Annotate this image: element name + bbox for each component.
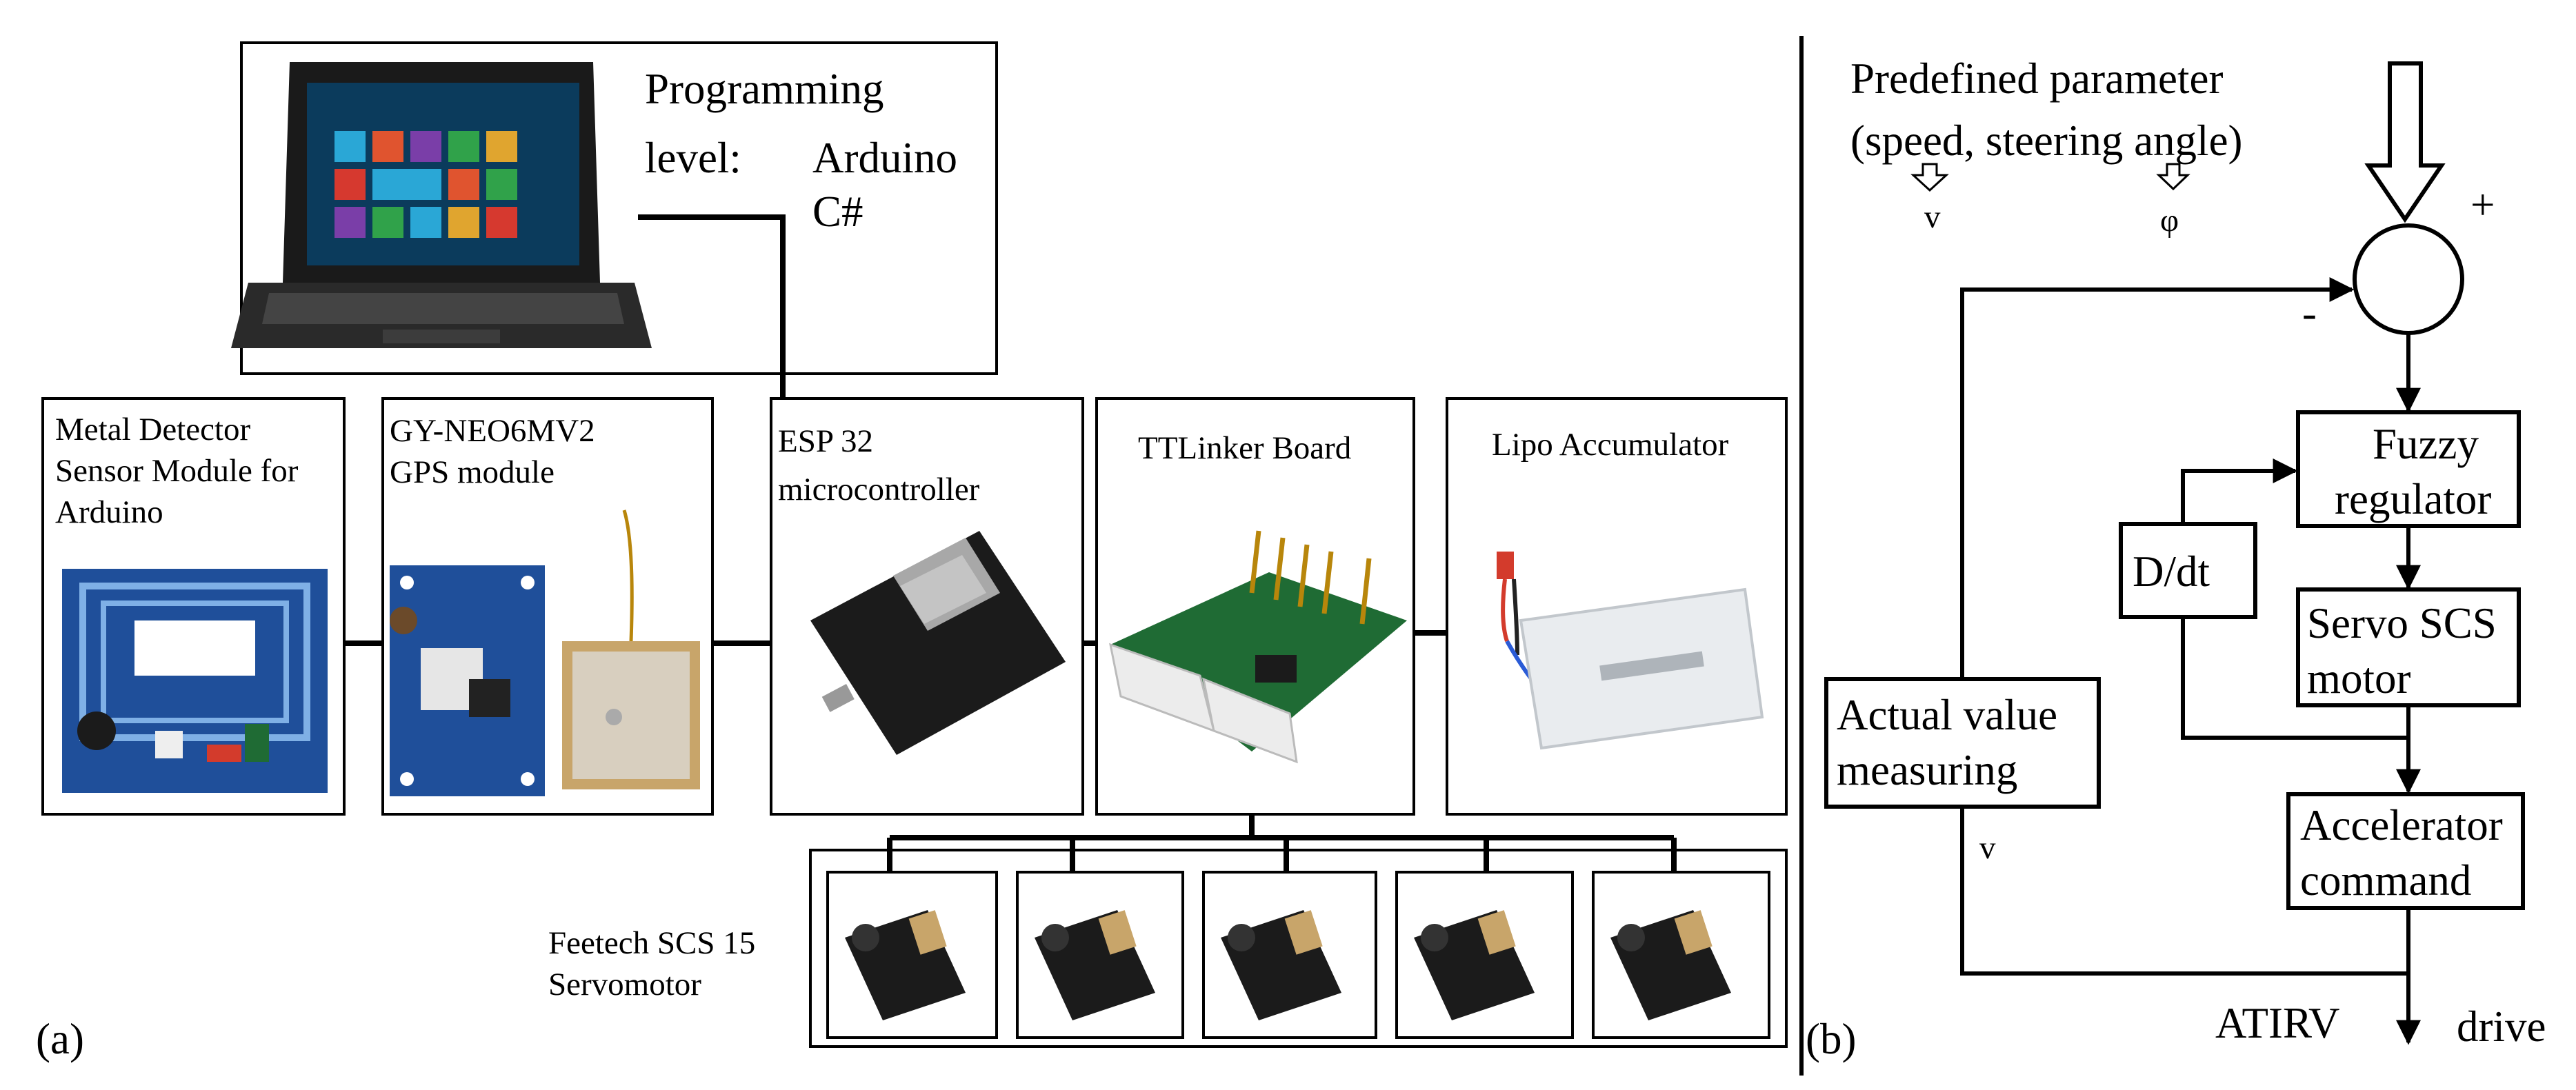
servo-motor-4: [1395, 871, 1574, 1039]
input-hollow-arrow-icon: [2364, 61, 2446, 223]
derivative-to-fuzzy-arrow: [2181, 458, 2298, 524]
accel-tap-to-derivative: [2181, 617, 2408, 740]
esp32-block: ESP 32 microcontroller: [770, 397, 1084, 816]
feedback-to-junction-arrow: [1960, 277, 2355, 679]
lipo-battery-icon: [1497, 552, 1764, 750]
gps-module-icon: [390, 509, 700, 796]
lipo-box: [1446, 397, 1788, 816]
fuzzy-regulator-label-2: regulator: [2335, 475, 2491, 523]
lipo-label: Lipo Accumulator: [1492, 427, 1729, 463]
esp32-label-2: microcontroller: [778, 472, 980, 507]
panel-a: Programming level: Arduino C# Metal Dete…: [36, 41, 1788, 1063]
laptop-esp32-link: [638, 214, 786, 398]
output-label-drive: drive: [2457, 1002, 2546, 1051]
programming-box: [240, 41, 998, 375]
accelerator-command-box: [2286, 792, 2525, 910]
output-label-atirv: ATIRV: [2215, 999, 2339, 1047]
gps-label-2: GPS module: [390, 454, 555, 490]
servo-motor-2: [1016, 871, 1184, 1039]
metal-detector-block: Metal Detector Sensor Module for Arduino: [41, 397, 346, 816]
metal-detector-label-3: Arduino: [55, 494, 163, 530]
servo-motor-label-1: Servo SCS: [2307, 599, 2497, 647]
speed-symbol-v: v: [1924, 199, 1941, 235]
laptop-icon: [231, 62, 652, 348]
ttlinker-block: TTLinker Board: [1095, 397, 1415, 816]
feedback-symbol-v: v: [1979, 830, 1996, 866]
hollow-arrow-v-icon: [1910, 163, 1949, 192]
metal-detector-box: [41, 397, 346, 816]
programming-language-csharp: C#: [812, 188, 863, 236]
derivative-label: D/dt: [2133, 547, 2210, 596]
lipo-block: Lipo Accumulator: [1446, 397, 1788, 816]
programming-label-2: level:: [645, 134, 741, 182]
servo-motor-1: [826, 871, 998, 1039]
servo-group-label-1: Feetech SCS 15: [548, 925, 755, 961]
servo-group-box: [809, 849, 1788, 1048]
programming-label-1: Programming: [645, 65, 883, 113]
ttlinker-board-icon: [1109, 530, 1407, 764]
servo-group-label-2: Servomotor: [548, 967, 701, 1002]
metal-detector-label-1: Metal Detector: [55, 412, 251, 447]
esp32-board-icon: [810, 531, 1066, 755]
accelerator-label-2: command: [2300, 856, 2471, 905]
predefined-label-1: Predefined parameter: [1850, 54, 2223, 103]
panel-b: Predefined parameter (speed, steering an…: [1806, 54, 2546, 1063]
accelerator-label-1: Accelerator: [2300, 801, 2503, 849]
esp32-label-1: ESP 32: [778, 423, 873, 459]
programming-language-arduino: Arduino: [812, 134, 957, 182]
derivative-box: [2119, 522, 2257, 619]
fuzzy-regulator-label-1: Fuzzy: [2373, 420, 2479, 468]
programming-block: Programming level: Arduino C#: [231, 41, 998, 375]
predefined-label-2: (speed, steering angle): [1850, 117, 2243, 165]
actual-value-label-2: measuring: [1837, 746, 2017, 794]
ttlinker-label: TTLinker Board: [1138, 430, 1351, 466]
servo-motor-3: [1202, 871, 1377, 1039]
minus-sign: -: [2302, 289, 2317, 337]
ttlinker-box: [1095, 397, 1415, 816]
summing-junction: [2353, 223, 2464, 335]
panel-b-label: (b): [1806, 1015, 1856, 1063]
panel-a-label: (a): [36, 1015, 84, 1063]
servo-motor-5: [1592, 871, 1770, 1039]
esp32-box: [770, 397, 1084, 816]
hollow-arrow-phi-icon: [2156, 163, 2190, 191]
angle-symbol-phi: φ: [2160, 203, 2179, 239]
metal-detector-label-2: Sensor Module for: [55, 453, 299, 489]
servo-bus: [887, 814, 1677, 872]
feedback-loop-line: [1960, 807, 2408, 976]
gps-label-1: GY-NEO6MV2: [390, 413, 595, 449]
actual-value-label-1: Actual value: [1837, 691, 2057, 739]
metal-detector-board-icon: [62, 569, 328, 793]
servo-group: Feetech SCS 15 Servomotor: [548, 849, 1788, 1048]
servo-motor-label-2: motor: [2307, 654, 2411, 703]
gps-block: GY-NEO6MV2 GPS module: [381, 397, 714, 816]
gps-box: [381, 397, 714, 816]
plus-sign: +: [2470, 181, 2495, 229]
